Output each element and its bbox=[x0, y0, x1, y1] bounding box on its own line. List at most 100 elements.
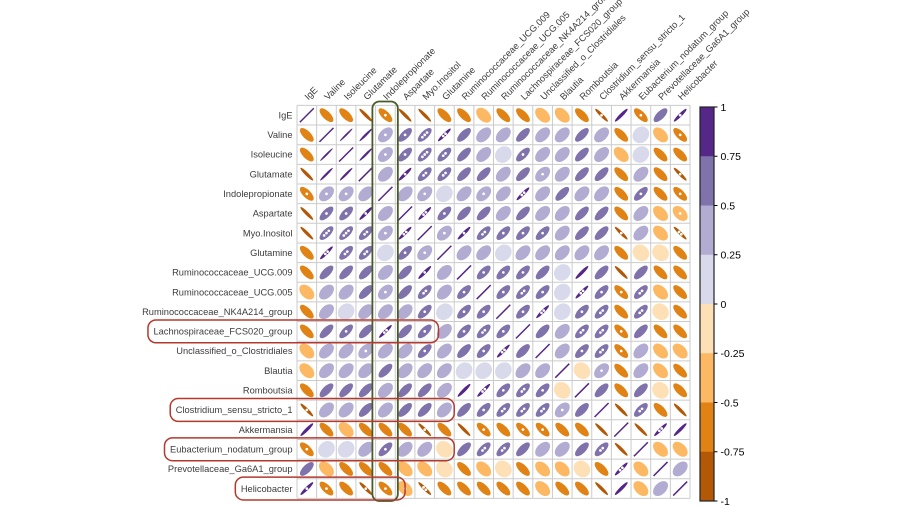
correlation-ellipse bbox=[319, 108, 334, 123]
correlation-ellipse bbox=[535, 461, 551, 477]
significance-dot bbox=[503, 348, 506, 352]
correlation-ellipse bbox=[575, 226, 589, 241]
significance-dot bbox=[621, 466, 624, 470]
significance-dot bbox=[482, 428, 486, 431]
significance-dot bbox=[658, 429, 661, 433]
correlation-ellipse bbox=[594, 442, 609, 457]
correlation-ellipse bbox=[496, 422, 511, 437]
correlation-ellipse bbox=[397, 343, 413, 359]
colorbar-segment bbox=[700, 254, 714, 305]
row-label: Lachnospiraceae_FCS020_group bbox=[153, 327, 292, 337]
significance-dot bbox=[423, 428, 427, 431]
correlation-ellipse bbox=[554, 166, 570, 182]
correlation-ellipse bbox=[673, 383, 688, 398]
correlation-ellipse bbox=[555, 422, 570, 437]
correlation-ellipse bbox=[633, 363, 649, 379]
significance-dot bbox=[522, 407, 526, 411]
correlation-ellipse bbox=[378, 363, 393, 378]
significance-dot bbox=[425, 131, 429, 134]
significance-dot bbox=[481, 232, 484, 236]
correlation-ellipse bbox=[358, 462, 373, 476]
significance-dot bbox=[481, 331, 484, 334]
correlation-ellipse bbox=[633, 343, 649, 359]
correlation-ellipse bbox=[652, 303, 669, 321]
correlation-ellipse bbox=[397, 304, 413, 320]
correlation-ellipse bbox=[653, 127, 668, 143]
correlation-ellipse bbox=[673, 245, 688, 260]
correlation-ellipse bbox=[575, 403, 589, 417]
significance-dot bbox=[540, 311, 543, 315]
significance-dot bbox=[522, 191, 526, 195]
correlation-ellipse bbox=[653, 403, 668, 417]
significance-dot bbox=[423, 153, 427, 156]
correlation-ellipse bbox=[554, 441, 570, 457]
significance-dot bbox=[422, 213, 425, 216]
significance-dot bbox=[423, 271, 427, 274]
correlation-ellipse bbox=[417, 383, 432, 398]
correlation-ellipse bbox=[338, 422, 354, 438]
correlation-ellipse bbox=[456, 186, 472, 202]
correlation-ellipse bbox=[594, 226, 609, 241]
significance-dot bbox=[305, 408, 309, 412]
row-label: Akkermansia bbox=[239, 425, 294, 435]
correlation-ellipse bbox=[299, 265, 314, 280]
correlation-ellipse bbox=[378, 462, 393, 476]
correlation-ellipse bbox=[535, 441, 551, 457]
colorbar-segment bbox=[700, 353, 714, 403]
significance-dot bbox=[483, 230, 487, 234]
significance-dot bbox=[443, 212, 446, 215]
significance-dot bbox=[640, 407, 644, 411]
correlation-ellipse bbox=[417, 363, 433, 379]
correlation-ellipse bbox=[554, 343, 570, 359]
correlation-ellipse bbox=[457, 481, 471, 496]
colorbar-tick-label: -1 bbox=[721, 496, 730, 506]
correlation-ellipse bbox=[337, 303, 355, 321]
correlation-ellipse bbox=[339, 265, 354, 280]
correlation-ellipse bbox=[398, 324, 412, 339]
correlation-ellipse bbox=[476, 481, 491, 496]
matrix-grid bbox=[296, 104, 691, 499]
correlation-ellipse bbox=[554, 206, 570, 221]
significance-dot bbox=[384, 487, 387, 490]
significance-dot bbox=[601, 446, 605, 450]
correlation-ellipse bbox=[437, 147, 452, 162]
correlation-ellipse bbox=[339, 383, 354, 398]
correlation-ellipse bbox=[457, 344, 471, 358]
significance-dot bbox=[441, 134, 445, 138]
row-label: Myo.Inositol bbox=[243, 228, 293, 238]
correlation-ellipse bbox=[554, 323, 570, 339]
correlation-ellipse bbox=[535, 107, 551, 123]
correlation-ellipse bbox=[299, 245, 314, 260]
significance-dot bbox=[520, 390, 524, 393]
significance-dot bbox=[481, 390, 484, 393]
significance-dot bbox=[619, 290, 623, 294]
correlation-ellipse bbox=[436, 185, 453, 203]
correlation-ellipse bbox=[673, 147, 688, 162]
diagonal-line bbox=[652, 461, 669, 477]
correlation-ellipse bbox=[633, 324, 648, 339]
diagonal-line bbox=[594, 402, 610, 418]
significance-dot bbox=[325, 192, 328, 196]
correlation-ellipse bbox=[417, 403, 432, 417]
diagonal-line bbox=[476, 284, 492, 300]
significance-dot bbox=[500, 409, 504, 413]
diagonal-line bbox=[417, 225, 433, 241]
correlation-ellipse bbox=[417, 461, 433, 477]
correlation-ellipse bbox=[495, 206, 511, 221]
correlation-ellipse bbox=[457, 462, 471, 476]
correlation-ellipse bbox=[672, 441, 688, 457]
correlation-ellipse bbox=[614, 266, 628, 279]
correlation-ellipse bbox=[300, 226, 314, 240]
correlation-ellipse bbox=[535, 245, 551, 261]
diagonal-line bbox=[456, 264, 472, 280]
significance-dot bbox=[521, 271, 525, 274]
correlation-ellipse bbox=[554, 107, 570, 123]
correlation-ellipse bbox=[536, 305, 550, 319]
correlation-ellipse bbox=[477, 383, 491, 397]
correlation-ellipse bbox=[614, 363, 629, 378]
diagonal-line bbox=[397, 205, 413, 222]
correlation-ellipse bbox=[476, 127, 492, 143]
significance-dot bbox=[423, 251, 427, 255]
correlation-ellipse bbox=[672, 343, 688, 359]
